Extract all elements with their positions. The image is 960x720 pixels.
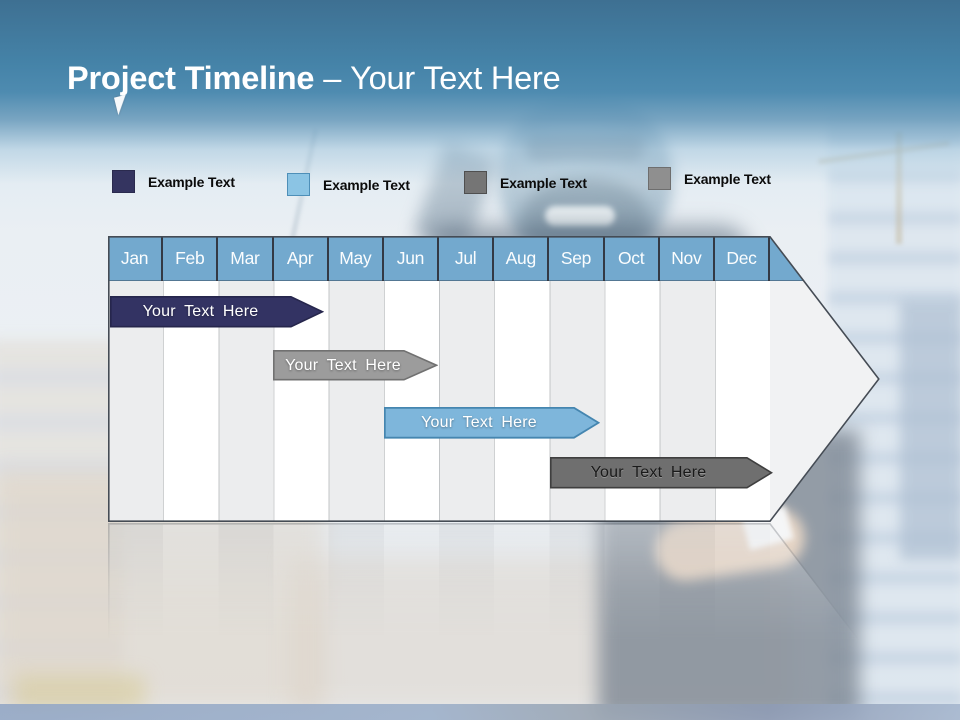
task-bar-4-label: Your Text Here bbox=[590, 464, 707, 481]
task-bar-2-path bbox=[273, 350, 438, 381]
task-bar-3-shape bbox=[384, 407, 600, 439]
task-bar-4-shape bbox=[550, 457, 773, 489]
legend-swatch-darkgray bbox=[464, 171, 487, 194]
header-gradient bbox=[0, 0, 960, 230]
legend-swatch-navy bbox=[112, 170, 135, 193]
task-bar-2: Your Text Here bbox=[273, 350, 438, 381]
task-bar-3: Your Text Here bbox=[384, 407, 600, 439]
legend-label: Example Text bbox=[500, 174, 587, 191]
title-primary: Project Timeline bbox=[67, 60, 315, 96]
title-secondary: Your Text Here bbox=[350, 60, 561, 96]
task-bar-1-shape bbox=[110, 296, 324, 328]
table-reflection-shape bbox=[108, 523, 880, 675]
table-reflection-outline bbox=[108, 523, 880, 675]
legend-swatch-lightblue bbox=[287, 173, 310, 196]
task-bar-1: Your Text Here bbox=[110, 296, 324, 328]
page-title: Project Timeline–Your Text Here bbox=[67, 60, 561, 97]
legend-item-1: Example Text bbox=[112, 170, 235, 193]
legend-item-3: Example Text bbox=[464, 171, 587, 194]
month-cell-dec: Dec bbox=[715, 236, 771, 281]
month-cells: Jan Feb Mar Apr May Jun Jul Aug Sep Oct … bbox=[108, 236, 771, 281]
month-cell-feb: Feb bbox=[163, 236, 219, 281]
legend-label: Example Text bbox=[148, 173, 235, 190]
task-bar-3-path bbox=[384, 407, 600, 439]
task-bar-3-label: Your Text Here bbox=[421, 414, 537, 431]
table-reflection bbox=[108, 523, 880, 675]
legend-item-4: Example Text bbox=[648, 167, 771, 190]
month-cell-aug: Aug bbox=[494, 236, 550, 281]
task-bar-2-label: Your Text Here bbox=[285, 356, 401, 374]
legend-label: Example Text bbox=[684, 170, 771, 187]
month-cell-oct: Oct bbox=[605, 236, 660, 281]
legend-swatch-gray bbox=[648, 167, 671, 190]
task-bar-1-label: Your Text Here bbox=[142, 303, 259, 320]
task-bar-1-path bbox=[110, 296, 324, 328]
task-bar-4-path bbox=[550, 457, 773, 489]
legend-label: Example Text bbox=[323, 176, 410, 193]
month-cell-jan: Jan bbox=[108, 236, 164, 281]
month-cell-nov: Nov bbox=[660, 236, 715, 281]
photo-bottom-band bbox=[0, 704, 960, 720]
month-cell-jun: Jun bbox=[384, 236, 440, 281]
title-separator: – bbox=[323, 60, 342, 96]
month-cell-may: May bbox=[329, 236, 384, 281]
month-cell-apr: Apr bbox=[274, 236, 329, 281]
month-cell-jul: Jul bbox=[439, 236, 495, 281]
month-cell-mar: Mar bbox=[218, 236, 274, 281]
month-cell-sep: Sep bbox=[549, 236, 605, 281]
reflection-outline-path bbox=[108, 523, 880, 675]
task-bar-4: Your Text Here bbox=[550, 457, 773, 489]
task-bar-2-shape bbox=[273, 350, 438, 381]
month-header-row: Jan Feb Mar Apr May Jun Jul Aug Sep Oct … bbox=[108, 236, 880, 281]
photo-building-right-2 bbox=[900, 300, 960, 560]
legend-item-2: Example Text bbox=[287, 173, 410, 196]
